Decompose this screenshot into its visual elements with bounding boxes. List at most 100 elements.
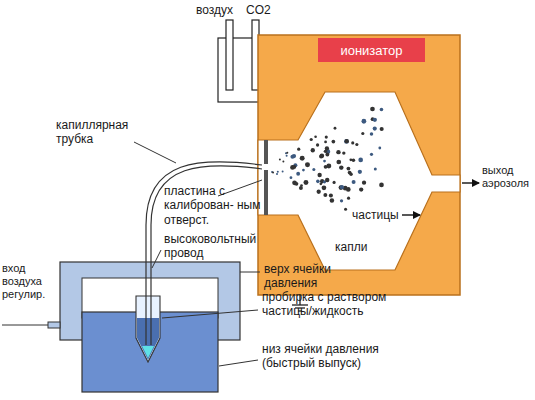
droplet	[305, 162, 310, 167]
droplet	[336, 160, 341, 165]
droplet	[334, 127, 337, 130]
droplet	[286, 155, 288, 157]
droplet	[345, 139, 349, 143]
droplet	[370, 153, 373, 156]
droplet	[277, 171, 279, 173]
region-label: частицы	[352, 208, 399, 222]
test-tube	[136, 296, 160, 362]
region-label: капли	[335, 240, 367, 254]
part-label: низ ячейки давления (быстрый выпуск)	[262, 342, 397, 371]
droplet	[340, 199, 343, 202]
droplet	[374, 167, 377, 170]
gas-label: CO2	[246, 3, 271, 17]
cell-bottom	[82, 312, 218, 392]
droplet	[311, 148, 315, 152]
droplet	[292, 165, 296, 169]
leader-lines	[2, 142, 262, 366]
droplet	[320, 182, 323, 185]
ionizer-box: ионизатор	[318, 38, 425, 62]
chamber-housing	[258, 35, 460, 295]
plate	[264, 140, 268, 164]
droplet	[342, 151, 345, 154]
droplet	[323, 193, 327, 197]
droplet	[324, 141, 327, 144]
droplet	[339, 166, 343, 170]
droplet	[296, 172, 300, 176]
droplet	[316, 180, 320, 184]
droplet	[373, 127, 377, 131]
inlet-label: вход воздуха регулир.	[2, 262, 56, 302]
droplet	[339, 165, 343, 169]
droplet	[322, 185, 327, 190]
droplet	[323, 160, 326, 163]
tube-tip	[142, 346, 154, 358]
outlet-label: выход аэрозоля	[482, 164, 532, 190]
droplet	[361, 119, 366, 124]
droplet	[330, 198, 335, 203]
droplet	[358, 170, 362, 174]
droplet	[370, 107, 375, 112]
droplet	[352, 180, 356, 184]
droplet	[302, 169, 305, 172]
part-label: высоковольтный провод	[164, 232, 260, 261]
droplet	[380, 108, 384, 112]
droplet	[286, 152, 288, 154]
droplet	[325, 146, 329, 150]
part-label: верх ячейки давления	[264, 262, 384, 291]
droplet	[359, 187, 363, 191]
droplet	[325, 178, 329, 182]
droplet	[317, 173, 321, 177]
capillary-tube	[146, 162, 262, 345]
droplet	[380, 127, 384, 131]
droplet	[333, 181, 336, 184]
droplet	[344, 208, 347, 211]
droplet	[320, 153, 325, 158]
droplet	[378, 147, 381, 150]
droplet	[325, 153, 329, 157]
droplet	[347, 167, 351, 171]
droplet-spray	[271, 107, 384, 211]
particle-arrow	[402, 214, 420, 215]
droplet	[361, 132, 364, 135]
droplet	[358, 158, 363, 163]
droplet	[314, 135, 317, 138]
chamber-interior	[258, 92, 460, 270]
droplet	[340, 185, 344, 189]
droplet	[279, 158, 281, 160]
droplet	[346, 187, 351, 192]
droplet	[276, 173, 278, 175]
droplet	[290, 155, 294, 159]
droplet	[297, 148, 300, 151]
droplet	[362, 180, 366, 184]
outlet-arrow	[462, 182, 479, 183]
part-label: капиллярная трубка	[56, 118, 136, 147]
droplet	[319, 154, 323, 158]
gas-label: воздух	[196, 3, 233, 17]
droplet	[336, 150, 340, 154]
tube-liquid	[137, 318, 159, 360]
droplet	[352, 158, 356, 162]
air-pipe	[226, 20, 233, 90]
droplet	[310, 138, 313, 141]
droplet	[300, 156, 305, 161]
droplet	[316, 143, 319, 146]
droplet	[290, 176, 293, 179]
droplet	[282, 170, 284, 172]
droplet	[349, 173, 352, 176]
droplet	[347, 197, 350, 200]
droplet	[299, 186, 303, 190]
droplet	[326, 164, 331, 169]
droplet	[272, 171, 274, 173]
part-label: пластина с калиброван- ным отверст.	[164, 184, 262, 227]
droplet	[329, 193, 333, 197]
capillary-tube	[151, 166, 262, 345]
droplet	[282, 160, 284, 162]
droplet	[325, 136, 328, 139]
droplet	[355, 143, 358, 146]
node-text: ионизатор	[340, 43, 402, 58]
droplet	[312, 168, 315, 171]
droplet	[351, 141, 354, 144]
